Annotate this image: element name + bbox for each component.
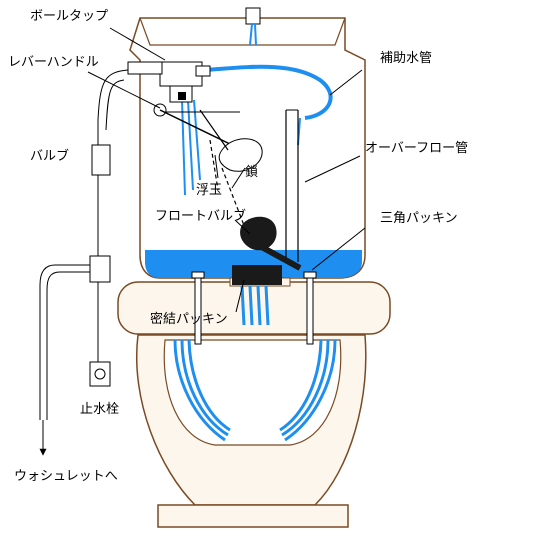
refill-pipe — [204, 64, 333, 120]
flapper-valve — [240, 216, 302, 271]
seal-packing-shape — [232, 265, 282, 285]
bowl-water — [173, 285, 337, 442]
overflow-pipe — [285, 109, 299, 262]
chain — [209, 139, 246, 229]
label-float-ball: 浮玉 — [196, 183, 222, 198]
label-stop-valve: 止水栓 — [80, 402, 119, 417]
tank-water — [145, 250, 362, 278]
label-triangle-packing: 三角パッキン — [380, 211, 458, 226]
label-seal-packing: 密結パッキン — [150, 311, 228, 327]
label-ball-tap: ボールタップ — [30, 9, 108, 24]
label-flapper-valve: フロートバルブ — [155, 208, 246, 224]
float-ball — [218, 138, 263, 172]
ball-tap — [159, 61, 211, 103]
spout — [245, 7, 261, 46]
label-to-washlet: ウォシュレットへ — [14, 469, 118, 484]
water-stream — [181, 99, 201, 196]
label-chain: 鎖 — [245, 164, 258, 180]
bolts — [191, 271, 317, 345]
supply-pipes — [39, 69, 129, 456]
label-overflow-pipe: オーバーフロー管 — [365, 141, 468, 156]
leader-lines — [87, 27, 366, 313]
label-refill-pipe: 補助水管 — [380, 51, 432, 66]
label-lever-handle: レバーハンドル — [8, 55, 99, 70]
label-valve: バルブ — [30, 148, 69, 164]
